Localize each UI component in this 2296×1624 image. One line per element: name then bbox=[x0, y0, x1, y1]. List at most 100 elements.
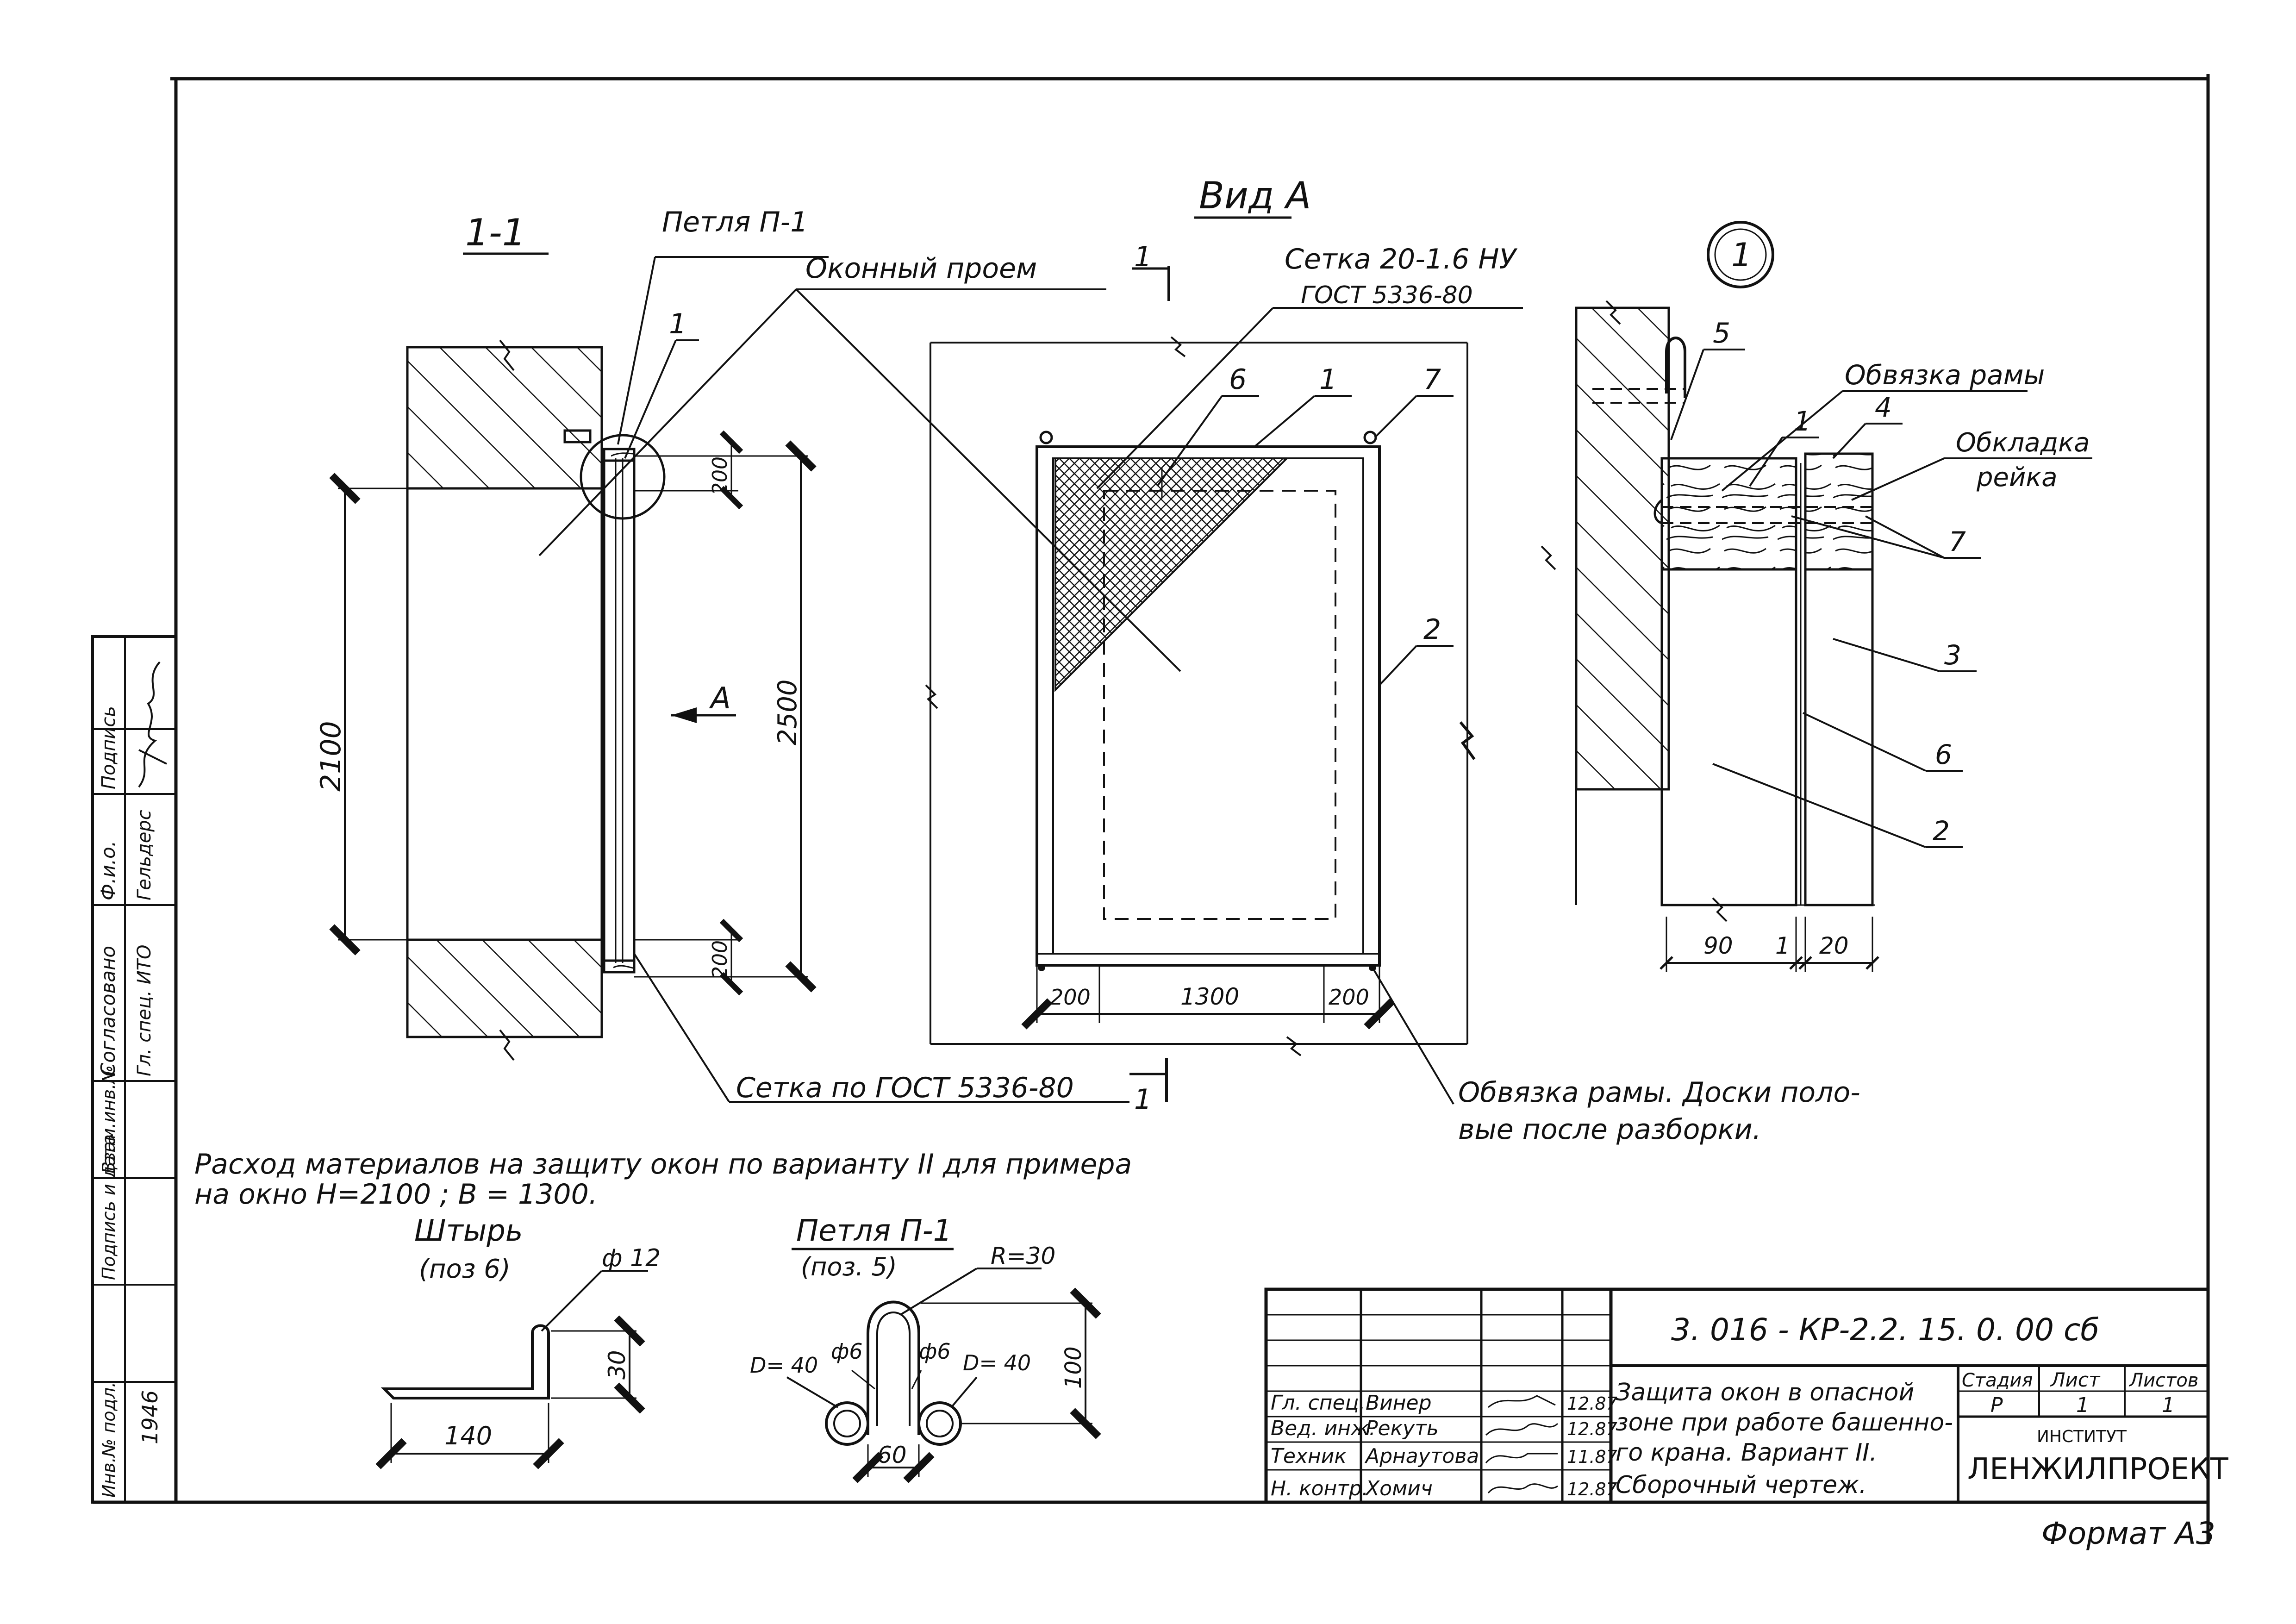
loop-eye-right bbox=[917, 1401, 962, 1446]
view-arrow-a: А bbox=[709, 681, 731, 716]
tb-title-4: Сборочный чертеж. bbox=[1616, 1471, 1867, 1499]
tb-signature-3 bbox=[1485, 1453, 1558, 1463]
doc-code: 3. 016 - КР-2.2. 15. 0. 00 сб bbox=[1671, 1312, 2099, 1348]
loop-pos: (поз. 5) bbox=[801, 1252, 897, 1281]
label-frame-strap-2: вые после разборки. bbox=[1458, 1113, 1761, 1146]
section-1-1: 1-1 Петля П-1 1 Оконный проем 1 bbox=[315, 206, 1181, 1116]
tb-role-1: Гл. спец. bbox=[1271, 1391, 1366, 1415]
stamp-name: Гельдерс bbox=[134, 810, 155, 900]
tb-signature-2 bbox=[1485, 1423, 1559, 1436]
dim-phi12: ф 12 bbox=[602, 1244, 661, 1272]
tb-date-3: 11.87 bbox=[1567, 1447, 1617, 1467]
dim-phi6-right: ф6 bbox=[919, 1339, 951, 1364]
pos-6-view: 6 bbox=[1229, 363, 1247, 396]
dim-2100: 2100 bbox=[315, 721, 347, 792]
tb-institute: ЛЕНЖИЛПРОЕКТ bbox=[1967, 1452, 2229, 1487]
tb-title-3: го крана. Вариант II. bbox=[1616, 1439, 1877, 1467]
tb-date-4: 12.87 bbox=[1567, 1479, 1617, 1499]
dim-phi6-left: ф6 bbox=[831, 1339, 863, 1364]
tb-sheets-header: Листов bbox=[2128, 1370, 2198, 1391]
detail-frame-strap bbox=[1660, 457, 1797, 571]
dim-200-right: 200 bbox=[1329, 985, 1369, 1010]
detail-1-callout-circle bbox=[580, 434, 666, 520]
pos-4-detail: 4 bbox=[1875, 392, 1892, 423]
section-title: 1-1 bbox=[465, 211, 526, 254]
label-detail-lining-2: рейка bbox=[1976, 462, 2058, 493]
dim-200-top: 200 bbox=[708, 456, 732, 495]
detail-wall bbox=[1575, 306, 1670, 791]
tb-date-2: 12.87 bbox=[1567, 1419, 1617, 1439]
tb-role-4: Н. контр. bbox=[1271, 1477, 1368, 1500]
dim-2500: 2500 bbox=[773, 679, 803, 745]
pin-detail: Штырь (поз 6) ф 12 140 30 bbox=[375, 1214, 661, 1469]
detail-lining-member bbox=[1804, 568, 1874, 906]
pin-title: Штырь bbox=[414, 1214, 523, 1248]
pos-2-detail: 2 bbox=[1933, 815, 1950, 847]
materials-note: Расход материалов на защиту окон по вари… bbox=[194, 1148, 1132, 1211]
tb-institute-label: ИНСТИТУТ bbox=[2037, 1427, 2127, 1446]
dim-200-left: 200 bbox=[1050, 985, 1091, 1010]
wall-upper bbox=[406, 346, 603, 490]
title-block: 3. 016 - КР-2.2. 15. 0. 00 сб Гл. спец. … bbox=[1264, 1287, 2229, 1551]
detail-frame-member bbox=[1660, 568, 1797, 906]
loop-detail: Петля П-1 (поз. 5) R=30 ф6 ф6 D= 40 D= 4… bbox=[750, 1214, 1101, 1483]
stamp-inv-number: 1946 bbox=[137, 1390, 162, 1444]
stamp-vzam: Взам.инв.№ bbox=[99, 1065, 119, 1174]
loop-in-section bbox=[563, 429, 592, 443]
tb-sheets: 1 bbox=[2162, 1393, 2175, 1417]
dim-30: 30 bbox=[604, 1350, 630, 1380]
loop-eye-left bbox=[825, 1401, 869, 1446]
loop-title: Петля П-1 bbox=[796, 1214, 952, 1248]
pos-1-detail: 1 bbox=[1794, 406, 1811, 437]
tb-signature-1 bbox=[1488, 1395, 1556, 1408]
corner-loop bbox=[1039, 431, 1053, 444]
tb-stage: Р bbox=[1990, 1393, 2003, 1417]
frame-outer bbox=[1036, 445, 1381, 967]
label-frame-strap-1: Обвязка рамы. Доски поло- bbox=[1458, 1076, 1860, 1109]
dim-r30: R=30 bbox=[991, 1243, 1055, 1269]
wall-lower bbox=[406, 938, 603, 1038]
pos-2-view: 2 bbox=[1423, 613, 1441, 646]
tb-name-4: Хомич bbox=[1365, 1477, 1433, 1500]
tb-role-3: Техник bbox=[1271, 1444, 1347, 1468]
tb-sheet: 1 bbox=[2076, 1393, 2089, 1417]
pos-1-view: 1 bbox=[1319, 363, 1337, 396]
section-mark-top: 1 bbox=[1134, 241, 1152, 273]
view-a-title: Вид А bbox=[1199, 174, 1311, 217]
pos-7-view: 7 bbox=[1423, 363, 1441, 396]
detail-number-circle bbox=[1707, 221, 1774, 288]
pos-3-detail: 3 bbox=[1944, 639, 1961, 671]
tb-date-1: 12.87 bbox=[1567, 1393, 1617, 1414]
pos-7-detail: 7 bbox=[1949, 526, 1966, 557]
label-detail-lining-1: Обкладка bbox=[1956, 428, 2090, 458]
tb-name-1: Винер bbox=[1366, 1391, 1432, 1415]
stamp-fio: Ф.и.о. bbox=[97, 841, 119, 900]
dim-90: 90 bbox=[1703, 932, 1733, 959]
stamp-signature-scribble bbox=[138, 661, 167, 788]
pin-pos: (поз 6) bbox=[419, 1254, 511, 1284]
stamp-signature-label: Подпись bbox=[98, 706, 119, 789]
pos-5-detail: 5 bbox=[1713, 317, 1730, 350]
detail-lining bbox=[1804, 452, 1874, 571]
stamp-sign-date: Подпись и дата bbox=[99, 1134, 119, 1280]
label-mesh-bottom: Сетка по ГОСТ 5336-80 bbox=[736, 1072, 1074, 1104]
dim-d40-left: D= 40 bbox=[750, 1353, 818, 1378]
view-a: Вид А Сетка 20-1.6 НУ ГОСТ 5336-80 6 bbox=[925, 174, 1860, 1146]
stamp-inv-podl: Инв.№ подл. bbox=[99, 1382, 119, 1498]
detail-loop bbox=[1665, 337, 1686, 398]
label-detail-strap: Обвязка рамы bbox=[1845, 359, 2045, 391]
label-mesh-top-2: ГОСТ 5336-80 bbox=[1301, 281, 1473, 309]
stamp-agreed: Согласовано bbox=[97, 946, 119, 1076]
tb-name-3: Арнаутова bbox=[1364, 1444, 1479, 1468]
label-loop-p1: Петля П-1 bbox=[662, 206, 808, 238]
detail-1: 1 5 Обвязка рамы 1 4 bbox=[1541, 221, 2092, 972]
frame-section bbox=[603, 448, 636, 974]
tb-format: Формат А3 bbox=[2041, 1516, 2215, 1551]
tb-title-1: Защита окон в опасной bbox=[1616, 1379, 1914, 1406]
dim-60: 60 bbox=[877, 1442, 907, 1468]
pin-shape bbox=[381, 1324, 550, 1399]
tb-role-2: Вед. инж. bbox=[1271, 1417, 1376, 1440]
corner-pin bbox=[1038, 964, 1045, 971]
dim-1300: 1300 bbox=[1180, 983, 1239, 1010]
